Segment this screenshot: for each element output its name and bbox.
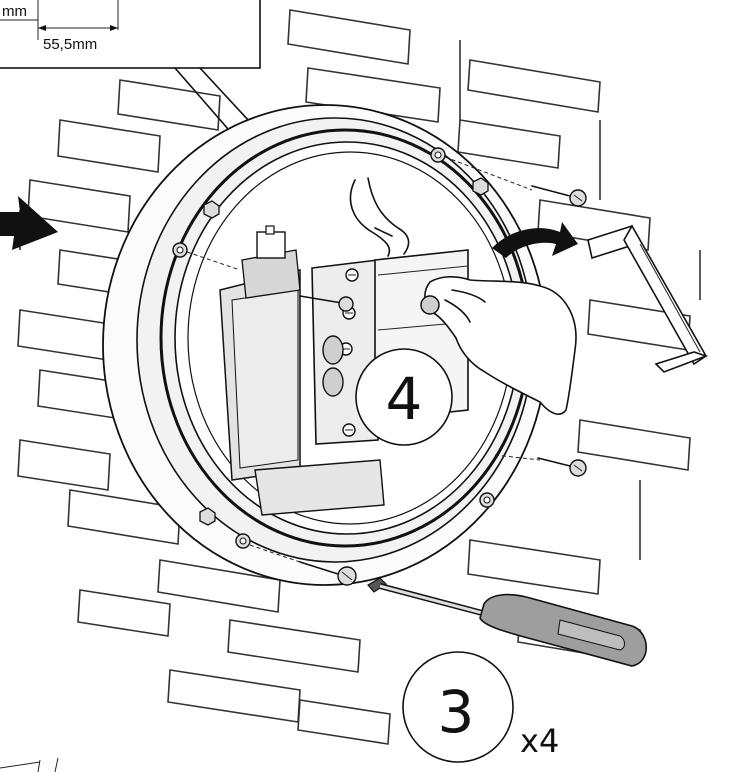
screwdriver-icon xyxy=(367,577,647,667)
step-circle-3: 3 xyxy=(402,651,514,763)
hand-illustration xyxy=(420,276,577,415)
step-number-3: 3 xyxy=(438,678,475,746)
dimension-label-left: mm xyxy=(2,3,27,20)
terminal-screw xyxy=(342,423,356,437)
step-circle-4: 4 xyxy=(355,348,453,446)
partial-box-corner xyxy=(0,757,59,772)
hex-nut-icon xyxy=(199,507,216,526)
ring-bolt xyxy=(172,242,188,258)
ring-bolt xyxy=(235,533,251,549)
connector-plug xyxy=(256,225,286,259)
inner-screw xyxy=(299,295,354,312)
interior-components xyxy=(219,177,469,516)
hex-nut-icon xyxy=(472,177,489,196)
brick-wall xyxy=(17,9,701,745)
dimension-label-right: 55,5mm xyxy=(43,36,97,53)
mounting-bracket xyxy=(587,224,709,373)
ring-bolt xyxy=(430,147,446,163)
screw-being-turned xyxy=(420,295,440,315)
terminal-screw xyxy=(345,268,359,282)
hex-nut-icon xyxy=(203,200,220,219)
dimension-callout: mm 55,5mm xyxy=(0,0,269,176)
step-number-4: 4 xyxy=(386,365,423,433)
wall-screw xyxy=(494,454,587,477)
wall-screw xyxy=(444,156,587,207)
wall-screw xyxy=(249,544,357,586)
rotation-arrow xyxy=(492,222,578,258)
quantity-label: x4 xyxy=(520,722,559,760)
direction-arrow-left xyxy=(0,196,58,250)
ring-bolt xyxy=(479,492,495,508)
